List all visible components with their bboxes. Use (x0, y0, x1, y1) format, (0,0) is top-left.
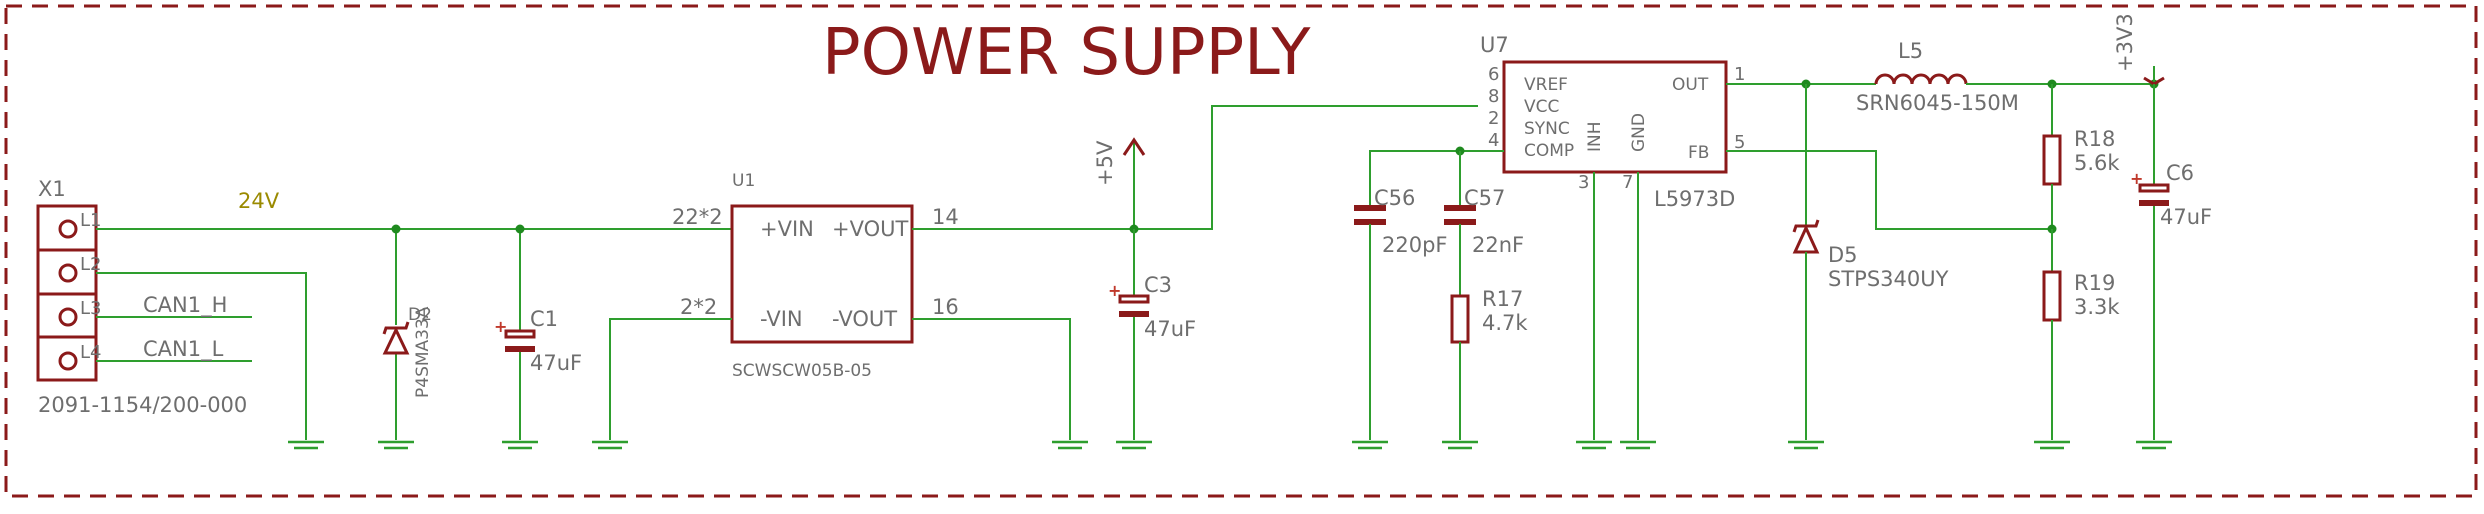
diode-d5: D5 STPS340UY (1788, 84, 1949, 450)
sheet-frame (4, 4, 2478, 498)
d5-value: STPS340UY (1828, 267, 1949, 291)
x1-pin-label: L1 (80, 210, 101, 231)
net-24v: 24V (96, 189, 732, 230)
x1-pin-label: L3 (80, 298, 101, 319)
u7-pinnum-comp: 4 (1488, 130, 1499, 151)
c56-value: 220pF (1382, 233, 1448, 257)
u7-pin-vcc: VCC (1524, 97, 1559, 117)
u7-pinnum-inh: 3 (1578, 172, 1589, 193)
u1-part-number: SCWSCW05B-05 (732, 361, 872, 381)
u7-pin-gnd: GND (1629, 113, 1649, 152)
capacitor-c3: + C3 47uF (1108, 229, 1196, 450)
u1-pinnum-vout-n: 16 (932, 295, 959, 319)
u7-pin-sync: SYNC (1524, 119, 1570, 139)
capacitor-c56: C56 220pF (1352, 186, 1448, 450)
u7-pinnum-out: 1 (1734, 64, 1745, 85)
resistor-r19: R19 3.3k (2034, 229, 2120, 450)
u1-pin-vin-n: -VIN (760, 307, 803, 331)
junction-dot (391, 224, 401, 234)
u1-pin-vout-p: +VOUT (832, 217, 908, 241)
u7-pin-out: OUT (1672, 75, 1709, 95)
r19-value: 3.3k (2074, 295, 2120, 319)
u7-pinnum-sync: 2 (1488, 108, 1499, 129)
c56-ref: C56 (1374, 186, 1415, 210)
r17-ref: R17 (1482, 287, 1523, 311)
d2-value: P4SMA33A (413, 306, 433, 398)
c1-value: 47uF (530, 351, 582, 375)
resistor-r18: R18 5.6k (2042, 84, 2120, 229)
converter-u1: U1 +VIN -VIN +VOUT -VOUT 22*2 2*2 14 16 … (672, 171, 959, 381)
u7-pin-fb: FB (1688, 143, 1709, 163)
d2-ref: D2 (408, 305, 432, 325)
capacitor-c6: + C6 47uF (2130, 84, 2212, 450)
capacitor-c1: + C1 47uF (494, 229, 582, 450)
d5-ref: D5 (1828, 243, 1858, 267)
u1-pin-vout-n: -VOUT (832, 307, 897, 331)
inductor-l5: L5 SRN6045-150M (1856, 39, 2019, 115)
svg-text:+: + (494, 317, 507, 336)
r19-ref: R19 (2074, 271, 2115, 295)
c6-ref: C6 (2166, 161, 2194, 185)
c57-ref: C57 (1464, 186, 1505, 210)
u7-pinnum-vref: 6 (1488, 64, 1499, 85)
u7-pin-inh: INH (1585, 121, 1605, 152)
l5-value: SRN6045-150M (1856, 91, 2019, 115)
x1-part-number: 2091-1154/200-000 (38, 393, 247, 417)
u7-part-number: L5973D (1654, 187, 1735, 211)
u1-pinnum-vout-p: 14 (932, 205, 959, 229)
u1-ref: U1 (732, 171, 755, 191)
u7-pin-comp: COMP (1524, 141, 1574, 161)
svg-text:+: + (1108, 281, 1121, 300)
regulator-u7: U7 VREF VCC SYNC COMP INH GND OUT FB 6 8… (1480, 33, 1745, 211)
x1-pin-label: L2 (80, 254, 101, 275)
resistor-r17: R17 4.7k (1442, 287, 1528, 450)
u7-pin-vref: VREF (1524, 75, 1568, 95)
net-can1-h-label: CAN1_H (143, 293, 227, 318)
r17-value: 4.7k (1482, 311, 1528, 335)
u7-ref: U7 (1480, 33, 1509, 57)
sheet-title: POWER SUPPLY (822, 16, 1311, 90)
u1-pin-vin-p: +VIN (760, 217, 814, 241)
c57-value: 22nF (1472, 233, 1524, 257)
u7-pinnum-gnd: 7 (1622, 172, 1633, 193)
u7-pinnum-fb: 5 (1734, 132, 1745, 153)
c3-value: 47uF (1144, 317, 1196, 341)
diode-d2: D2 P4SMA33A (378, 229, 433, 450)
c6-value: 47uF (2160, 205, 2212, 229)
c1-ref: C1 (530, 307, 558, 331)
u1-pinnum-vin-p: 22*2 (672, 205, 723, 229)
r18-ref: R18 (2074, 127, 2115, 151)
rail-5v-label: +5V (1093, 140, 1117, 186)
net-24v-label: 24V (238, 189, 280, 213)
r18-value: 5.6k (2074, 151, 2120, 175)
u7-pinnum-vcc: 8 (1488, 86, 1499, 107)
rail-3v3-label: +3V3 (2113, 13, 2137, 72)
x1-ref: X1 (38, 177, 66, 201)
l5-ref: L5 (1898, 39, 1923, 63)
x1-pin-label: L4 (80, 342, 101, 363)
c3-ref: C3 (1144, 273, 1172, 297)
svg-text:+: + (2130, 169, 2143, 188)
capacitor-c57: C57 22nF (1444, 151, 1524, 296)
junction-dot (515, 224, 525, 234)
u1-pinnum-vin-n: 2*2 (680, 295, 717, 319)
connector-x1: X1 L1 L2 L3 L4 2091-1154/200-000 (36, 177, 247, 417)
net-can1-l-label: CAN1_L (143, 337, 224, 362)
